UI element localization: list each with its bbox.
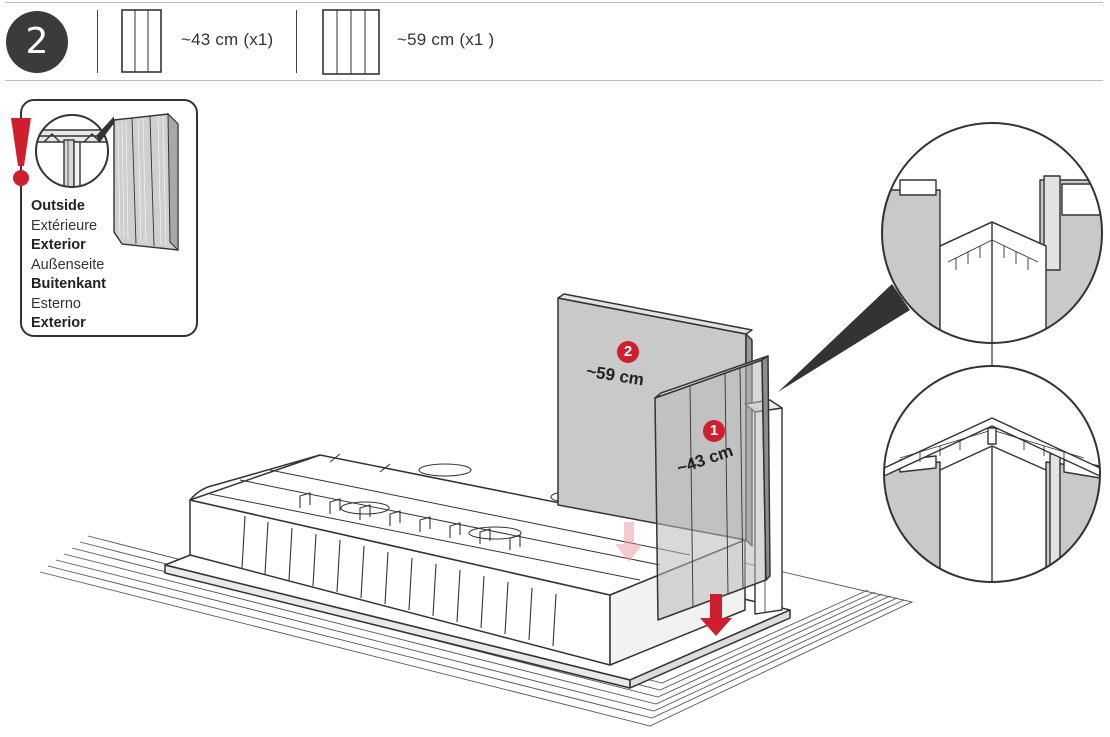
top-rule xyxy=(5,2,1103,3)
insert-arrow-icon xyxy=(700,594,732,636)
orientation-label-en: Outside xyxy=(31,198,85,214)
orientation-label-nl: Buitenkant xyxy=(31,276,106,292)
orientation-label-it: Esterno xyxy=(31,295,81,312)
header-rule xyxy=(5,80,1103,81)
orientation-label-es: Exterior xyxy=(31,237,86,253)
narrow-panel-icon xyxy=(121,9,162,73)
panel-number-badge: 2 xyxy=(617,341,639,363)
shed-base xyxy=(164,454,791,689)
outside-panel-icon xyxy=(113,112,179,252)
orientation-labels: Outside Extérieure Exterior Außenseite B… xyxy=(31,197,106,334)
orientation-label-de: Außenseite xyxy=(31,256,105,273)
panel-narrow xyxy=(654,355,771,621)
header-divider xyxy=(296,10,297,73)
orientation-label-pt: Exterior xyxy=(31,315,86,331)
base-deck xyxy=(209,453,691,581)
narrow-panel-dimension: ~43 cm (x1) xyxy=(181,30,274,49)
corner-detail-joined xyxy=(883,365,1101,583)
base-ribs xyxy=(241,492,557,647)
step-number-badge: 2 xyxy=(6,11,68,73)
orientation-label-fr: Extérieure xyxy=(31,217,98,234)
corner-detail-open xyxy=(881,122,1103,344)
wide-panel-dimension: ~59 cm (x1 ) xyxy=(397,30,495,49)
exclamation-icon xyxy=(11,118,31,186)
wide-panel-icon xyxy=(322,9,380,75)
header-divider xyxy=(97,10,98,73)
profile-magnifier-icon xyxy=(35,114,114,188)
insert-arrow-ghost-icon xyxy=(615,522,643,562)
panel-number-badge: 1 xyxy=(703,420,725,442)
detail-pointer xyxy=(778,284,910,392)
